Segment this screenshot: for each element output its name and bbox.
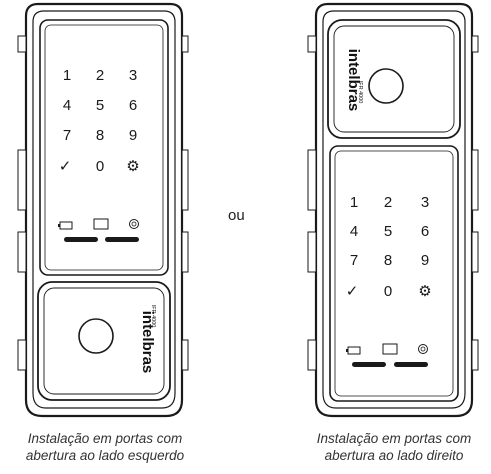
brand-logo: intelbras [139, 311, 156, 374]
fingerprint-sensor-icon [129, 219, 139, 229]
key-4[interactable]: 4 [63, 97, 71, 114]
check-icon[interactable]: ✓ [59, 158, 72, 175]
key-5[interactable]: 5 [96, 97, 104, 114]
caption-right: Instalação em portas com abertura ao lad… [294, 430, 491, 464]
reader-slot [394, 362, 428, 367]
key-7[interactable]: 7 [350, 252, 358, 269]
reader-slot [105, 237, 139, 242]
caption-right-line-1: Instalação em portas com [316, 431, 472, 446]
caption-right-line-2: abertura ao lado direito [324, 448, 464, 463]
check-icon[interactable]: ✓ [346, 283, 359, 300]
key-9[interactable]: 9 [129, 127, 137, 144]
status-icons-right [346, 343, 428, 355]
lock-left-illustration: 1 2 3 4 5 6 7 8 9 ✓ 0 ⚙ int [17, 2, 189, 418]
fingerprint-sensor-icon [418, 344, 428, 354]
caption-left: Instalação em portas com abertura ao lad… [5, 430, 205, 464]
lock-right: intelbras IFR 4000 1 2 3 4 5 6 7 8 9 ✓ 0… [307, 0, 480, 420]
brand-logo: intelbras [345, 49, 362, 112]
separator-text: ou [228, 207, 245, 224]
fingerprint-reader-icon[interactable] [78, 318, 114, 354]
key-2[interactable]: 2 [96, 67, 104, 84]
key-2[interactable]: 2 [384, 194, 392, 211]
caption-left-line-2: abertura ao lado esquerdo [25, 448, 185, 463]
key-4[interactable]: 4 [350, 223, 358, 240]
lock-left: 1 2 3 4 5 6 7 8 9 ✓ 0 ⚙ int [17, 0, 190, 420]
fingerprint-module-left: intelbras IFR 4000 [37, 281, 171, 401]
lock-right-illustration: intelbras IFR 4000 1 2 3 4 5 6 7 8 9 ✓ 0… [307, 2, 479, 418]
key-9[interactable]: 9 [421, 252, 429, 269]
key-1[interactable]: 1 [63, 67, 71, 84]
fingerprint-reader-icon[interactable] [368, 68, 404, 104]
key-8[interactable]: 8 [96, 127, 104, 144]
key-0[interactable]: 0 [384, 283, 392, 300]
key-6[interactable]: 6 [421, 223, 429, 240]
settings-icon[interactable]: ⚙ [126, 158, 139, 175]
key-6[interactable]: 6 [129, 97, 137, 114]
key-3[interactable]: 3 [129, 67, 137, 84]
keypad-left: 1 2 3 4 5 6 7 8 9 ✓ 0 ⚙ [59, 67, 140, 175]
key-0[interactable]: 0 [96, 158, 104, 175]
key-3[interactable]: 3 [421, 194, 429, 211]
fingerprint-module-right: intelbras IFR 4000 [327, 19, 461, 139]
key-5[interactable]: 5 [384, 223, 392, 240]
reader-slot [64, 237, 98, 242]
reader-slot [352, 362, 386, 367]
keypad-right: 1 2 3 4 5 6 7 8 9 ✓ 0 ⚙ [346, 194, 432, 300]
model-label: IFR 4000 [357, 81, 363, 104]
model-label: IFR 4000 [150, 305, 156, 328]
caption-left-line-1: Instalação em portas com [27, 431, 183, 446]
key-1[interactable]: 1 [350, 194, 358, 211]
status-icons-left [58, 218, 139, 230]
settings-icon[interactable]: ⚙ [418, 283, 431, 300]
key-7[interactable]: 7 [63, 127, 71, 144]
card-icon [382, 343, 398, 355]
card-icon [93, 218, 109, 230]
key-8[interactable]: 8 [384, 252, 392, 269]
